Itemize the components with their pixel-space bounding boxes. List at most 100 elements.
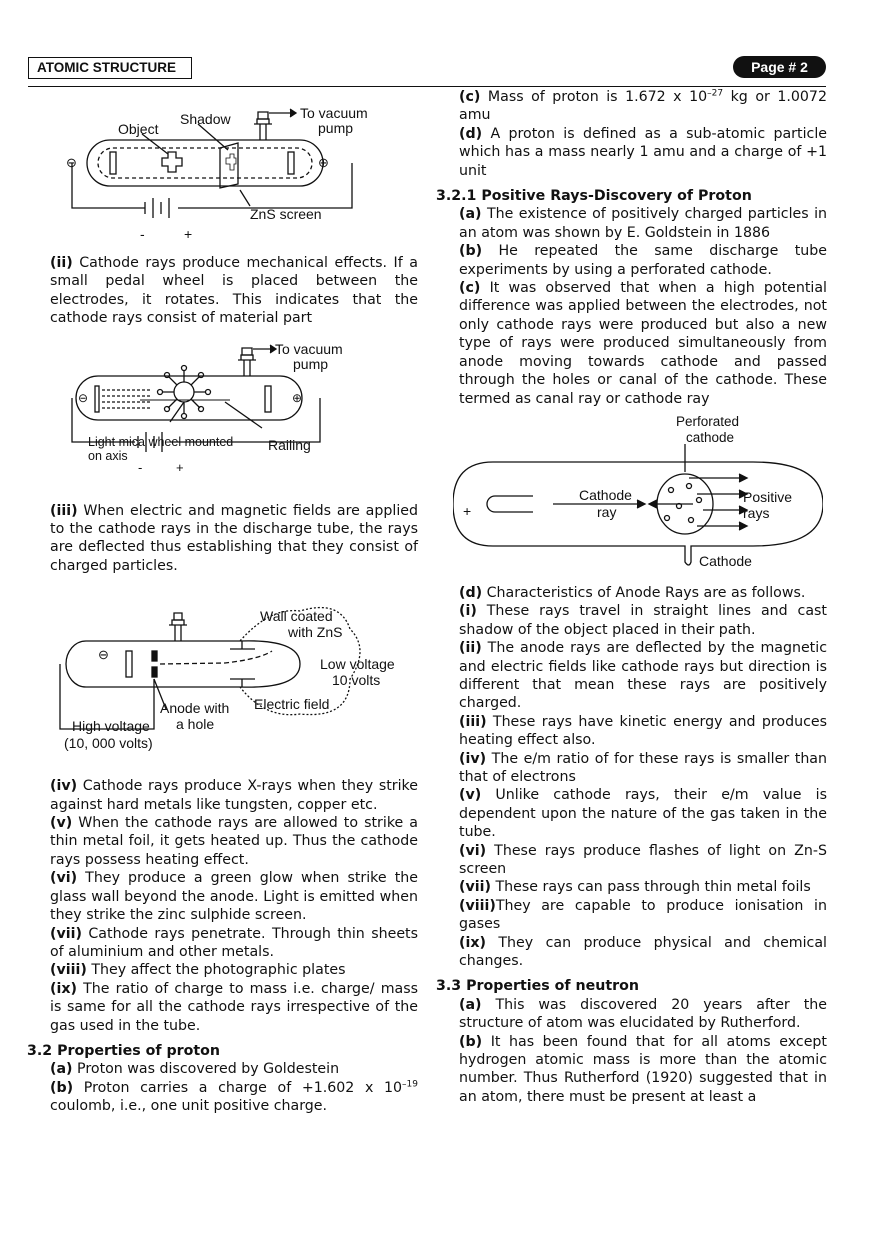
left-item-b: (b) Proton carries a charge of +1.602 x … [50,1079,418,1116]
item-text: It was observed that when a high potenti… [459,280,827,407]
left-item-viii: (viii) They affect the photographic plat… [50,961,418,979]
item-label: (vii) [459,879,491,896]
exponent: –27 [707,88,724,99]
item-text: They produce a green glow when strike th… [50,870,418,924]
exponent: –19 [402,1079,418,1090]
fig1-battery-plus: + [184,226,192,242]
item-text: Unlike cathode rays, their e/m value is … [459,787,827,841]
right-item-ix: (ix) They can produce physical and chemi… [459,934,827,971]
right-column: (c) Mass of proton is 1.672 x 10–27 kg o… [436,88,827,1107]
section-heading-3-2: 3.2 Properties of proton [27,1042,221,1059]
item-text: Mass of proton is 1.672 x 10 [480,89,708,105]
left-item-vii: (vii) Cathode rays penetrate. Through th… [50,925,418,962]
item-label: (ii) [459,640,482,657]
item-text: The anode rays are deflected by the magn… [459,640,827,712]
item-text: coulomb, i.e., one unit positive charge. [50,1098,328,1115]
shadow-experiment-diagram: Object Shadow To vacuum pump ZnS screen … [66,105,368,242]
item-text: Cathode rays produce X-rays when they st… [50,778,418,813]
section-heading-3-3: 3.3 Properties of neutron [436,978,639,995]
item-label: (v) [459,787,482,804]
right-item-v: (v) Unlike cathode rays, their e/m value… [459,786,827,841]
fig2-battery-plus: + [176,460,184,475]
item-label: (b) [50,1079,74,1096]
item-label: (viii) [459,897,496,914]
electric-field-diagram: Wall coated with ZnS Low voltage 10 volt… [59,607,395,751]
paddle-wheel-diagram: To vacuum pump Light mica wheel mounted … [71,341,343,475]
right-item-c: (c) Mass of proton is 1.672 x 10–27 kg o… [459,88,827,125]
header-rule [28,86,826,87]
fig4-perforated-label-1: Perforated [676,414,739,429]
left-item-ix: (ix) The ratio of charge to mass i.e. ch… [50,980,418,1035]
right-item-ii: (ii) The anode rays are deflected by the… [459,639,827,713]
item-label: (a) [459,996,482,1013]
item-text: These rays travel in straight lines and … [459,603,827,638]
item-text: It has been found that for all atoms exc… [459,1033,827,1105]
item-label: (a) [459,206,482,223]
right-item-na: (a) This was discovered 20 years after t… [459,996,827,1033]
fig3-electric-field-label: Electric field [254,696,329,712]
right-item-pd: (d) Characteristics of Anode Rays are as… [459,584,827,602]
fig4-positive-rays-label-2: rays [743,505,769,521]
item-text: Proton carries a charge of +1.602 x 10 [73,1079,403,1096]
fig1-object-label: Object [118,121,159,137]
item-text: Cathode rays produce mechanical effects.… [50,255,418,327]
right-item-pa: (a) The existence of positively charged … [459,205,827,242]
item-text: They can produce physical and chemical c… [459,934,827,970]
item-label: (v) [50,815,73,832]
item-text: These rays have kinetic energy and produ… [459,713,827,749]
fig4-perforated-label-2: cathode [686,430,734,445]
item-label: (b) [459,243,483,260]
right-item-vii: (vii) These rays can pass through thin m… [459,878,827,896]
right-item-iv: (iv) The e/m ratio of for these rays is … [459,750,827,787]
fig3-wall-label-2: with ZnS [287,624,342,640]
fig4-positive-rays-label-1: Positive [743,489,792,505]
right-item-i: (i) These rays travel in straight lines … [459,602,827,639]
item-text: When electric and magnetic fields are ap… [50,502,418,574]
fig1-shadow-label: Shadow [180,111,231,127]
item-text: Proton was discovered by Goldestein [72,1061,340,1078]
item-label: (d) [459,584,483,601]
item-text: These rays can pass through thin metal f… [490,879,811,896]
fig3-high-voltage-label-2: (10, 000 volts) [64,735,153,751]
item-label: (iv) [459,750,487,767]
item-text: The existence of positively charged part… [459,206,827,241]
chapter-title: ATOMIC STRUCTURE [28,57,192,79]
item-label: (c) [459,280,481,297]
right-item-iii: (iii) These rays have kinetic energy and… [459,713,827,750]
item-text: Characteristics of Anode Rays are as fol… [482,584,806,601]
fig3-cathode-symbol: ⊖ [98,647,109,662]
canal-ray-diagram: Perforated cathode Cathode ray Positive … [453,414,823,569]
fig3-anode-label-1: Anode with [160,700,229,716]
fig2-wheel-label-2: on axis [88,449,128,463]
item-text: kg or 1.0072 amu [459,89,827,124]
item-text: The e/m ratio of for these rays is small… [459,750,827,785]
right-item-viii: (viii)They are capable to produce ionisa… [459,897,827,934]
fig4-anode-symbol: + [463,503,471,519]
fig2-vacuum-label-2: pump [293,356,328,372]
fig4-cathode-label: Cathode [699,553,752,569]
page-number: Page # 2 [733,56,826,78]
fig3-wall-label-1: Wall coated [260,608,333,624]
item-text: Cathode rays penetrate. Through thin she… [50,925,418,960]
fig2-railing-label: Railing [268,437,311,453]
item-text: These rays produce flashes of light on Z… [459,842,827,877]
item-label: (ix) [50,980,77,997]
fig1-vacuum-label-1: To vacuum [300,105,368,121]
left-item-ii: (ii) Cathode rays produce mechanical eff… [50,254,418,328]
item-label: (vi) [459,842,487,859]
left-item-v: (v) When the cathode rays are allowed to… [50,814,418,869]
right-item-vi: (vi) These rays produce flashes of light… [459,842,827,879]
item-text: They are capable to produce ionisation i… [459,897,827,933]
right-item-nb: (b) It has been found that for all atoms… [459,1033,827,1107]
fig2-vacuum-label-1: To vacuum [275,341,343,357]
item-label: (iv) [50,778,78,795]
fig1-screen-label: ZnS screen [250,206,322,222]
item-label: (ii) [50,255,73,271]
left-item-iii: (iii) When electric and magnetic fields … [50,502,418,576]
fig2-wheel-label-1: Light mica wheel mounted [88,435,233,449]
item-label: (iii) [50,502,78,519]
item-label: (vii) [50,925,82,942]
fig2-battery-minus: - [138,460,142,475]
item-label: (d) [459,125,483,142]
fig4-cathode-ray-label-2: ray [597,504,616,520]
